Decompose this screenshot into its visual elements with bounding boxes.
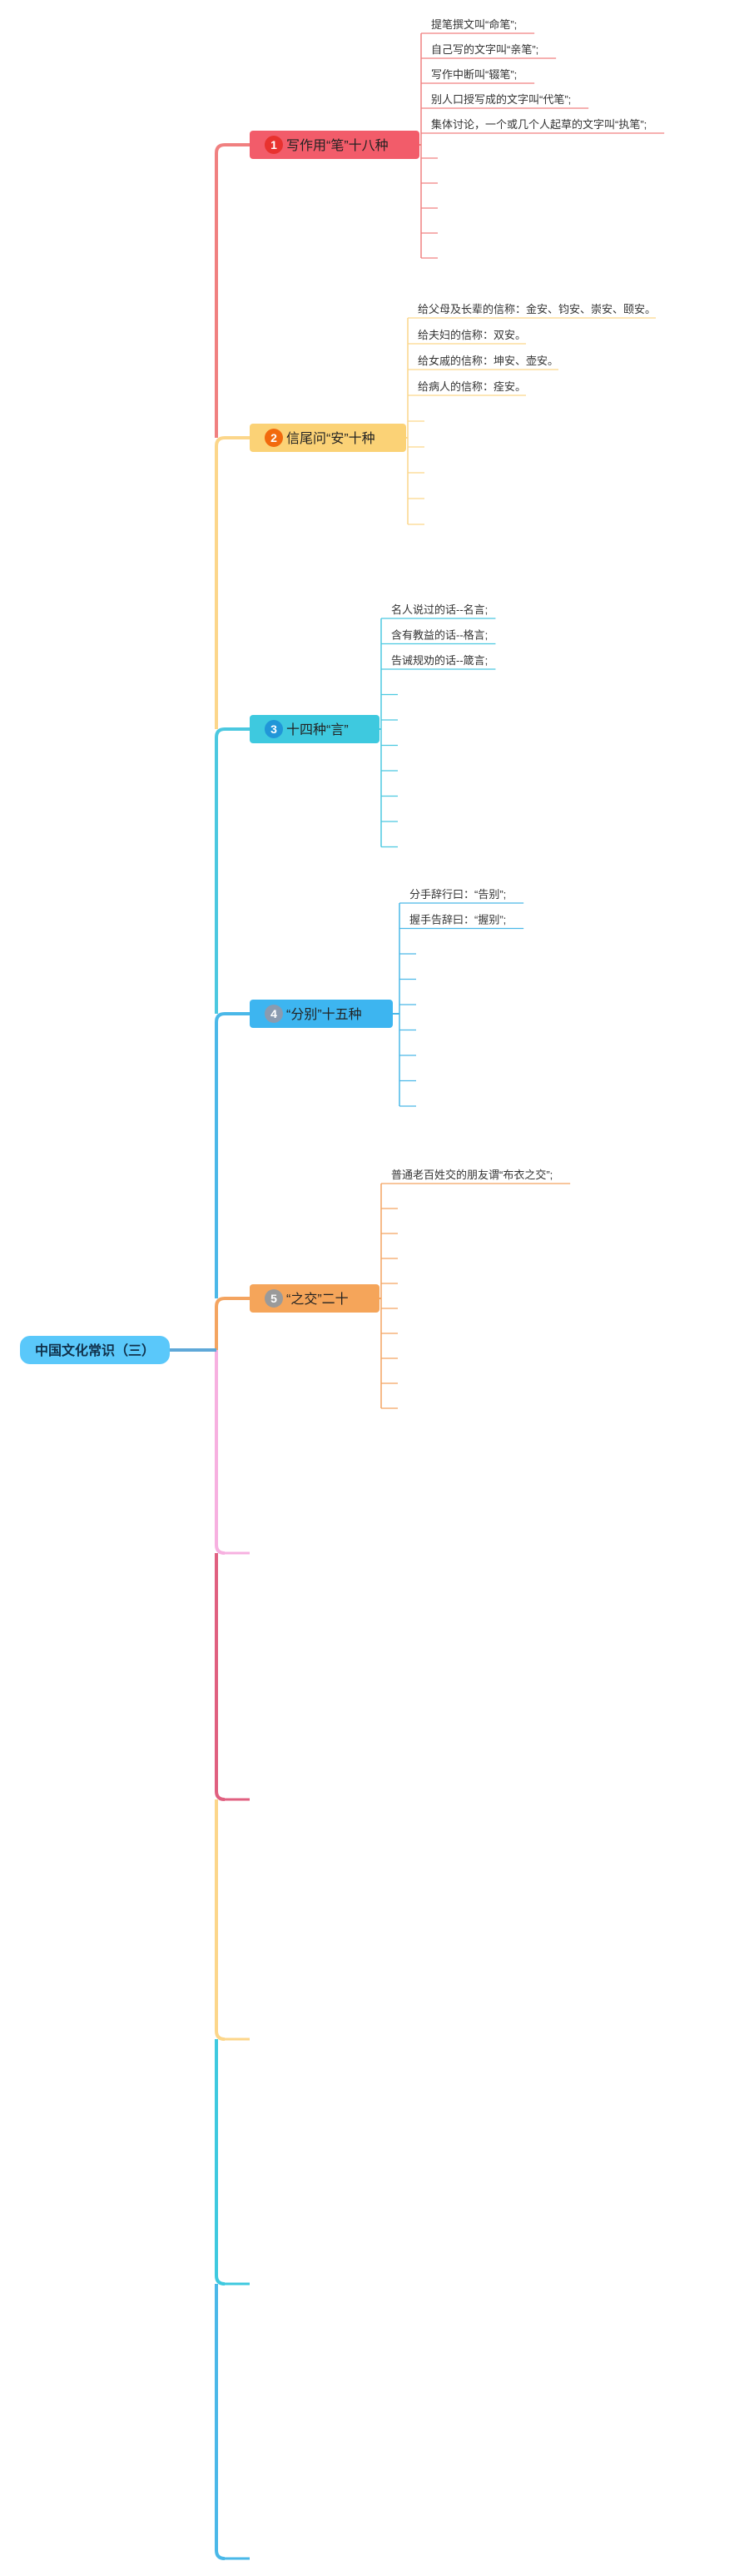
trunk-segment (215, 2039, 226, 2286)
leaf-item: 别人口授写成的文字叫“代笔”; (431, 93, 571, 106)
branch-label: 写作用“笔”十八种 (286, 138, 389, 153)
trunk-segment (215, 1553, 226, 1801)
leaf-item: 含有教益的话--格言; (391, 629, 488, 642)
number-badge-label: 1 (270, 138, 277, 151)
leaf-item: 普通老百姓交的朋友谓“布衣之交”; (391, 1169, 553, 1181)
leaf-item: 给病人的信称：痊安。 (418, 380, 526, 393)
number-badge (265, 1289, 283, 1308)
number-badge (265, 1005, 283, 1023)
leaf-item: 给女戚的信称：坤安、壶安。 (418, 355, 558, 367)
number-badge-label: 4 (270, 1007, 277, 1020)
branch-label: “分别”十五种 (286, 1007, 362, 1022)
root-node[interactable] (20, 1336, 170, 1364)
number-badge-label: 5 (270, 1292, 277, 1305)
leaf-item: 自己写的文字叫“亲笔”; (431, 43, 538, 56)
leaf-item: 分手辞行曰：“告别”; (409, 888, 506, 901)
trunk-segment (215, 143, 226, 438)
branch-node[interactable] (250, 424, 406, 452)
trunk-segment (215, 1799, 226, 2041)
branch-label: 信尾问“安”十种 (286, 431, 375, 446)
number-badge (265, 429, 283, 447)
leaf-item: 给父母及长辈的信称：金安、钧安、崇安、颐安。 (418, 303, 656, 315)
trunk-segment (215, 436, 226, 729)
leaf-item: 写作中断叫“辍笔”; (431, 68, 517, 81)
number-badge-label: 2 (270, 431, 277, 444)
number-badge (265, 720, 283, 738)
trunk-segment (215, 727, 226, 1014)
leaf-item: 握手告辞曰：“握别”; (409, 914, 506, 926)
number-badge (265, 136, 283, 154)
branch-label: “之交”二十 (286, 1292, 349, 1307)
branch-node[interactable] (250, 131, 419, 159)
leaf-item: 集体讨论，一个或几个人起草的文字叫“执笔”; (431, 118, 647, 131)
branch-node[interactable] (250, 1000, 393, 1028)
branch-node[interactable] (250, 1284, 379, 1313)
number-badge-label: 3 (270, 722, 277, 736)
leaf-item: 给夫妇的信称：双安。 (418, 329, 526, 341)
branch-node[interactable] (250, 715, 379, 743)
trunk-segment (215, 1012, 226, 1298)
leaf-item: 名人说过的话--名言; (391, 603, 488, 616)
leaf-item: 告诫规劝的话--箴言; (391, 654, 488, 667)
trunk-segment (215, 1350, 226, 1555)
branch-label: 十四种“言” (286, 722, 349, 737)
leaf-item: 提笔撰文叫“命笔”; (431, 18, 517, 31)
trunk-segment (215, 2284, 226, 2560)
root-label: 中国文化常识（三） (35, 1343, 155, 1358)
trunk-segment (215, 1297, 226, 1350)
